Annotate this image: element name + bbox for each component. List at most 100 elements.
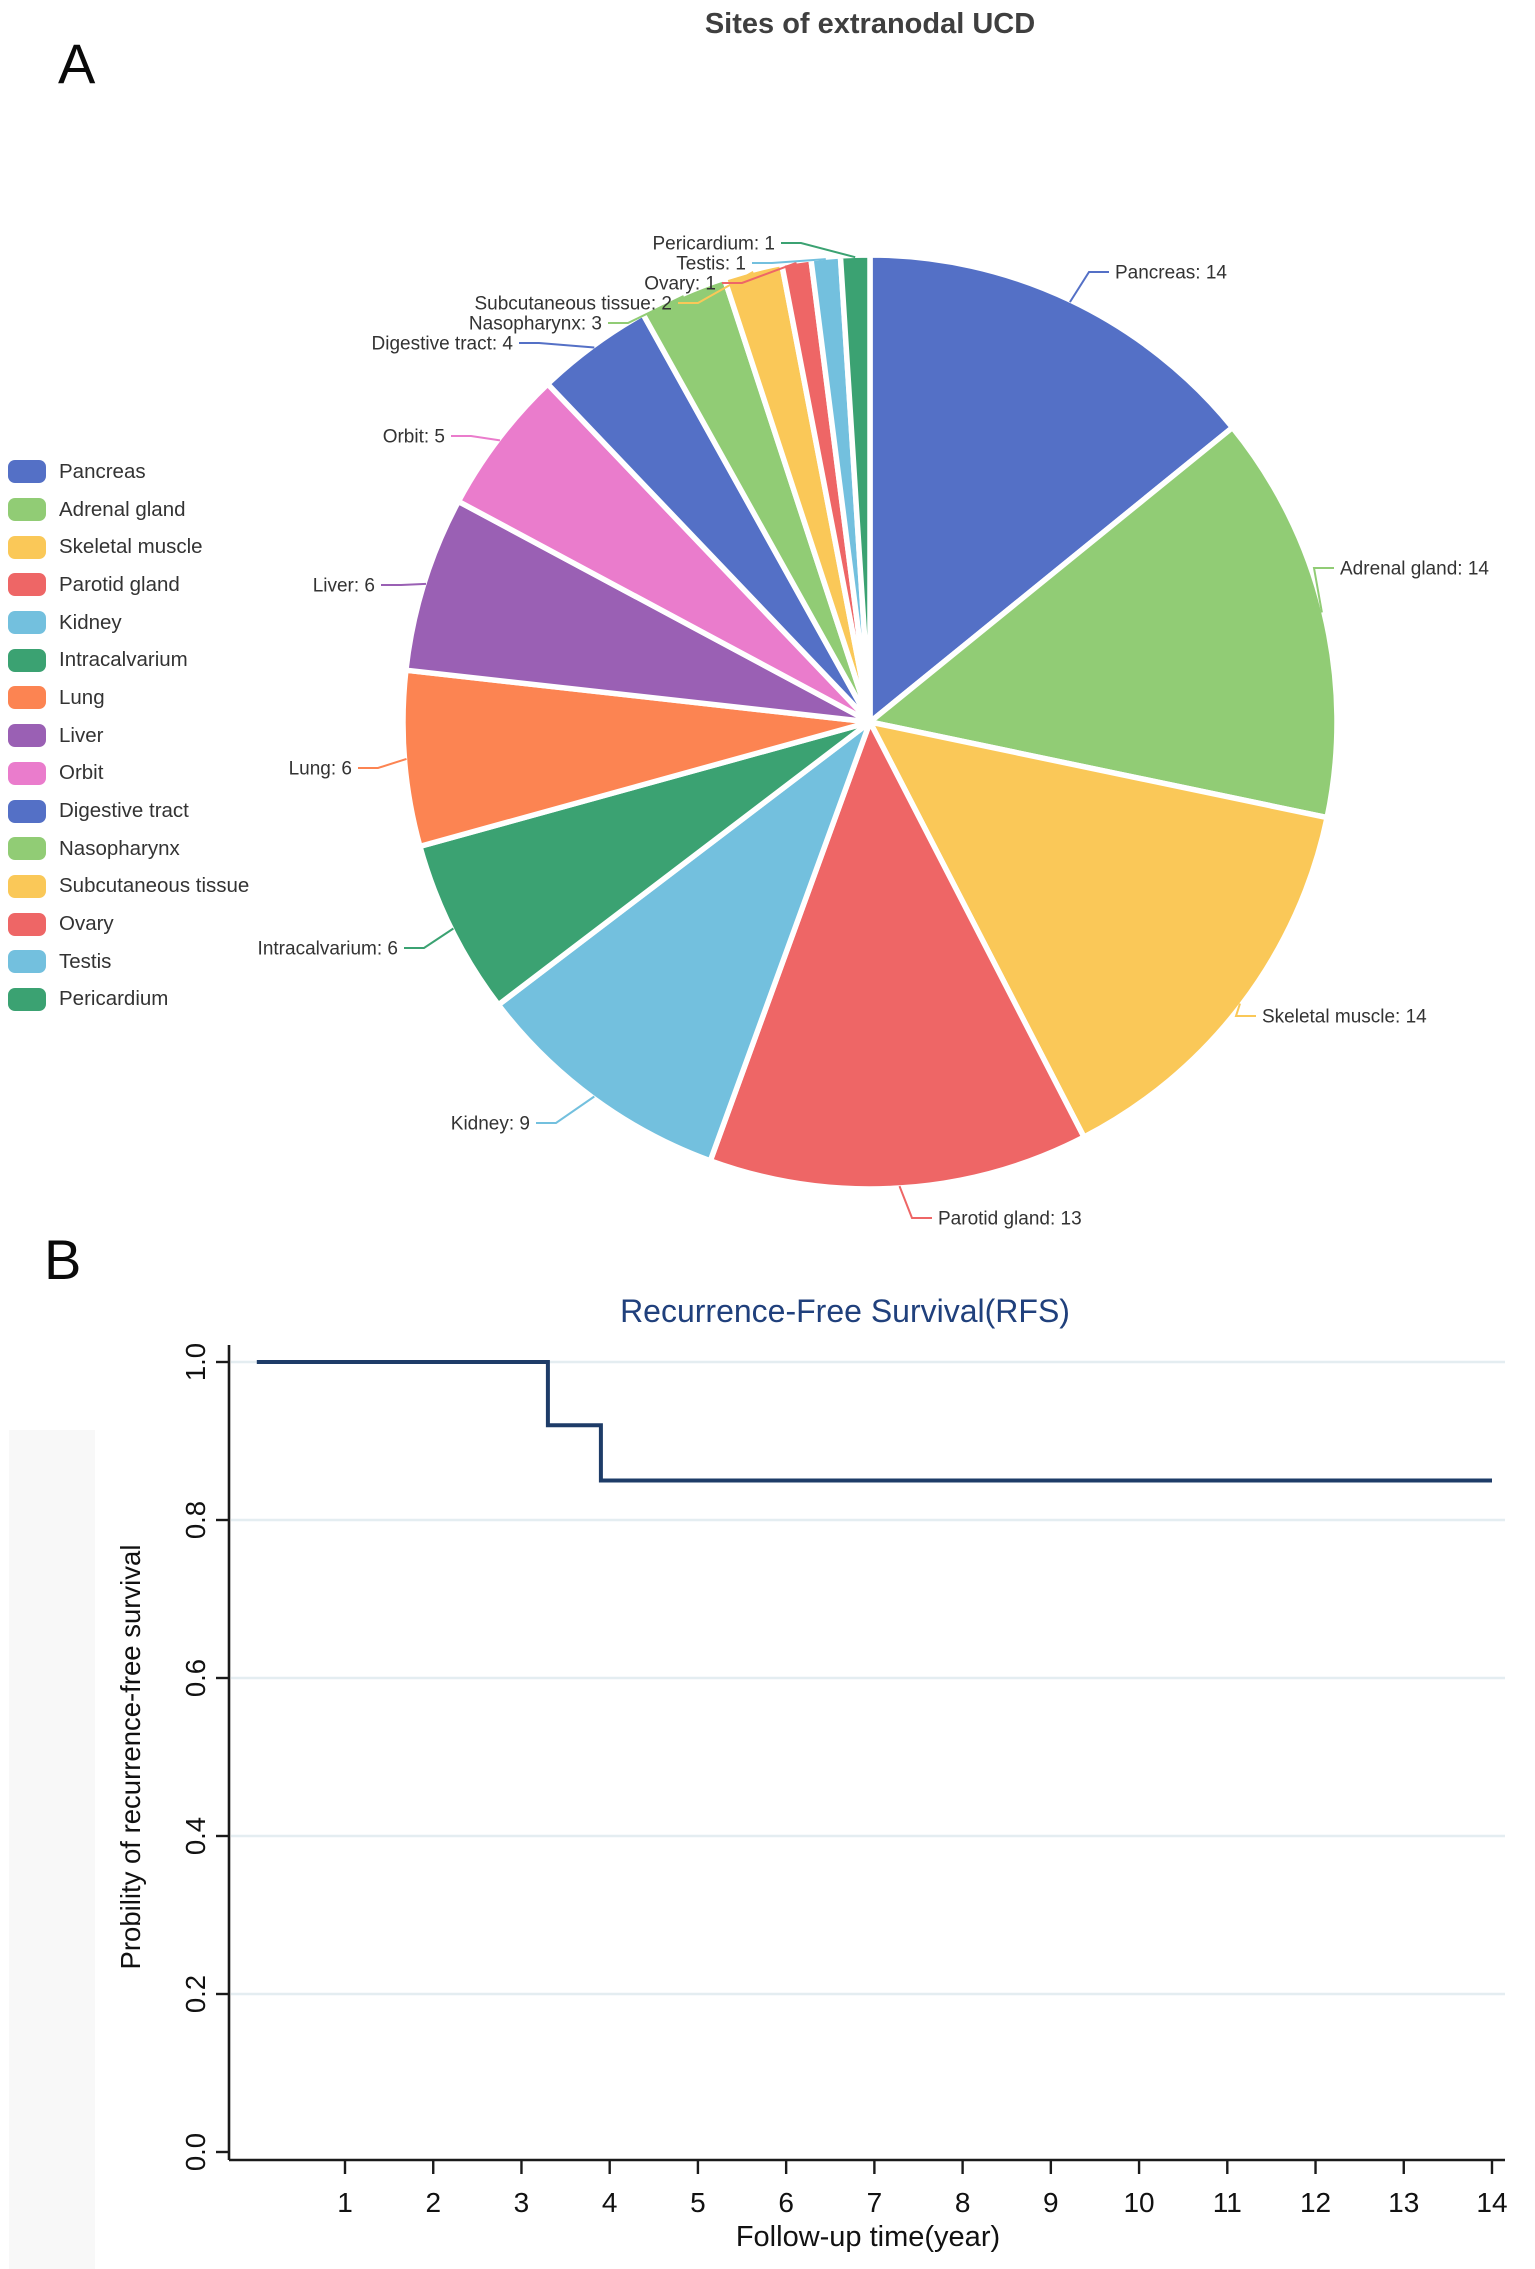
legend-swatch — [8, 874, 46, 898]
pie-slice-callout: Liver: 6 — [313, 576, 375, 597]
legend-label: Lung — [59, 685, 105, 709]
legend-item-subcutaneous-tissue: Subcutaneous tissue — [8, 868, 249, 906]
x-tick-label: 5 — [690, 2187, 706, 2218]
legend-swatch — [8, 648, 46, 672]
x-tick-label: 13 — [1388, 2187, 1419, 2218]
km-survival-chart: Recurrence-Free Survival(RFS) Follow-up … — [115, 1293, 1508, 2253]
legend-item-adrenal-gland: Adrenal gland — [8, 491, 249, 529]
pie-slice-skeletal-muscle — [867, 719, 1330, 1140]
x-tick-label: 3 — [514, 2187, 530, 2218]
y-tick-label: 0.2 — [180, 1975, 211, 2013]
legend-label: Skeletal muscle — [59, 535, 203, 559]
legend-item-digestive-tract: Digestive tract — [8, 792, 249, 830]
legend-swatch — [8, 799, 46, 823]
pie-label-leader — [519, 342, 595, 349]
pie-label-leader — [1069, 271, 1109, 303]
legend-label: Subcutaneous tissue — [59, 874, 250, 898]
x-tick-label: 12 — [1300, 2187, 1331, 2218]
legend-swatch — [8, 950, 46, 974]
legend-swatch — [8, 761, 46, 785]
legend-item-orbit: Orbit — [8, 755, 249, 793]
legend-item-kidney: Kidney — [8, 604, 249, 642]
y-tick-label: 1.0 — [180, 1343, 211, 1381]
x-tick-label: 14 — [1476, 2187, 1507, 2218]
pie-label-leader — [404, 927, 454, 949]
y-tick-label: 0.4 — [180, 1817, 211, 1855]
legend-label: Orbit — [59, 761, 104, 785]
legend-label: Parotid gland — [59, 572, 180, 596]
pie-label-leader — [781, 242, 856, 259]
legend-label: Ovary — [59, 912, 114, 936]
y-tick-label: 0.0 — [180, 2133, 211, 2171]
x-tick-label: 10 — [1123, 2187, 1154, 2218]
pie-slice-callout: Lung: 6 — [289, 759, 352, 780]
km-x-axis-label: Follow-up time(year) — [736, 2221, 1000, 2253]
y-tick-label: 0.6 — [180, 1659, 211, 1697]
legend-item-pancreas: Pancreas — [8, 453, 249, 491]
x-tick-label: 6 — [778, 2187, 794, 2218]
survival-curve — [256, 1360, 1492, 1483]
legend-swatch — [8, 535, 46, 559]
pie-slice-callout: Orbit: 5 — [383, 427, 445, 448]
x-tick-label: 9 — [1043, 2187, 1059, 2218]
pie-label-leader — [752, 258, 826, 264]
legend-item-parotid-gland: Parotid gland — [8, 566, 249, 604]
x-tick-label: 7 — [867, 2187, 883, 2218]
pie-slice-callout: Pancreas: 14 — [1115, 263, 1227, 284]
panel-a-label: A — [58, 32, 96, 95]
legend-label: Testis — [59, 949, 112, 973]
legend-item-skeletal-muscle: Skeletal muscle — [8, 528, 249, 566]
pie-label-leader — [1312, 567, 1334, 613]
x-tick-label: 8 — [955, 2187, 971, 2218]
legend-swatch — [8, 837, 46, 861]
pie-slice-callout: Testis: 1 — [676, 254, 746, 275]
scan-artifact-band — [9, 1430, 95, 2269]
legend-item-intracalvarium: Intracalvarium — [8, 641, 249, 679]
legend-label: Pancreas — [59, 459, 146, 483]
legend-swatch — [8, 460, 46, 484]
pie-slice-callout: Intracalvarium: 6 — [258, 939, 398, 960]
legend-item-nasopharynx: Nasopharynx — [8, 830, 249, 868]
legend-swatch — [8, 686, 46, 710]
pie-label-leader — [381, 582, 427, 586]
pie-label-leader — [358, 757, 407, 769]
y-tick-label: 0.8 — [180, 1501, 211, 1539]
pie-slice-callout: Ovary: 1 — [644, 274, 716, 295]
pie-chart: Pancreas: 14 Adrenal gland: 14 Skeletal mu… — [258, 234, 1490, 1230]
pie-chart-title: Sites of extranodal UCD — [704, 8, 1036, 40]
legend-item-lung: Lung — [8, 679, 249, 717]
legend-swatch — [8, 912, 46, 936]
pie-slice-callout: Kidney: 9 — [451, 1114, 530, 1135]
pie-slice-callout: Digestive tract: 4 — [372, 334, 514, 355]
legend-label: Pericardium — [59, 987, 169, 1011]
legend-item-liver: Liver — [8, 717, 249, 755]
legend-item-pericardium: Pericardium — [8, 981, 249, 1019]
legend-swatch — [8, 987, 46, 1011]
pie-label-leader — [451, 435, 501, 442]
legend-label: Adrenal gland — [59, 497, 186, 521]
legend-label: Intracalvarium — [59, 648, 188, 672]
pie-label-leader — [898, 1185, 932, 1219]
legend-item-testis: Testis — [8, 943, 249, 981]
pie-label-leader — [722, 261, 797, 284]
km-y-axis-label: Probility of recurrence-free survival — [115, 1545, 146, 1970]
km-chart-title: Recurrence-Free Survival(RFS) — [620, 1293, 1070, 1329]
legend-item-ovary: Ovary — [8, 905, 249, 943]
pie-slice-callout: Pericardium: 1 — [653, 234, 776, 255]
pie-slice-pericardium — [837, 252, 873, 725]
pie-slice-callout: Subcutaneous tissue: 2 — [474, 294, 672, 315]
x-tick-label: 2 — [425, 2187, 441, 2218]
x-tick-label: 1 — [337, 2187, 353, 2218]
legend-swatch — [8, 498, 46, 522]
panel-b-label: B — [44, 1228, 82, 1291]
legend-swatch — [8, 611, 46, 635]
x-tick-label: 4 — [602, 2187, 618, 2218]
pie-slice-callout: Skeletal muscle: 14 — [1262, 1007, 1427, 1028]
x-tick-label: 11 — [1213, 2187, 1242, 2218]
pie-label-leader — [1234, 1003, 1256, 1017]
pie-slice-adrenal-gland — [867, 424, 1340, 821]
legend-swatch — [8, 724, 46, 748]
pie-label-leader — [536, 1095, 595, 1124]
pie-slice-callout: Adrenal gland: 14 — [1340, 559, 1489, 580]
